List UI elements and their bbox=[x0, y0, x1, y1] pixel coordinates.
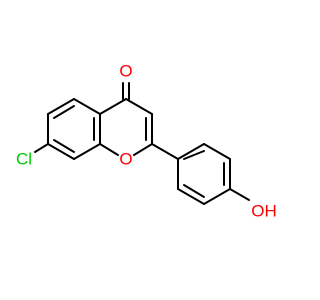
bond-c8-c8a bbox=[73, 143, 101, 160]
hydroxyl-label: OH bbox=[251, 202, 277, 221]
bond-c4-c4a bbox=[99, 98, 127, 115]
structure-diagram: O O Cl OH bbox=[16, 62, 277, 221]
bond-c5-c6-inner bbox=[53, 105, 75, 119]
atom-labels: O O Cl OH bbox=[16, 62, 277, 221]
bond-c1p-c2p bbox=[177, 143, 205, 160]
bond-c4p-c5p bbox=[203, 188, 231, 205]
bond-c4a-c5 bbox=[73, 98, 101, 115]
bond-c2-c1prime bbox=[151, 143, 179, 160]
bond-c7-cl bbox=[34, 143, 49, 153]
chlorine-label: Cl bbox=[16, 150, 32, 169]
bond-c5p-c6p-inner bbox=[183, 184, 205, 198]
bond-o1-c8a bbox=[99, 143, 119, 156]
bond-c5-c6 bbox=[47, 98, 75, 115]
carbonyl-oxygen-label: O bbox=[119, 62, 132, 81]
bond-c4p-oh bbox=[229, 188, 250, 201]
bond-c2p-c3p bbox=[203, 143, 231, 160]
ring-oxygen-label: O bbox=[119, 150, 132, 169]
molecule-drawing: O O Cl OH bbox=[16, 62, 277, 221]
bond-c1p-c2p-inner bbox=[183, 150, 205, 160]
bonds bbox=[34, 82, 250, 205]
bond-c2-o1 bbox=[133, 143, 153, 156]
bond-c7-c8 bbox=[47, 143, 75, 160]
bond-c7-c8-inner bbox=[53, 139, 75, 153]
bond-c4-c3 bbox=[125, 98, 153, 115]
bond-c5p-c6p bbox=[177, 188, 205, 205]
